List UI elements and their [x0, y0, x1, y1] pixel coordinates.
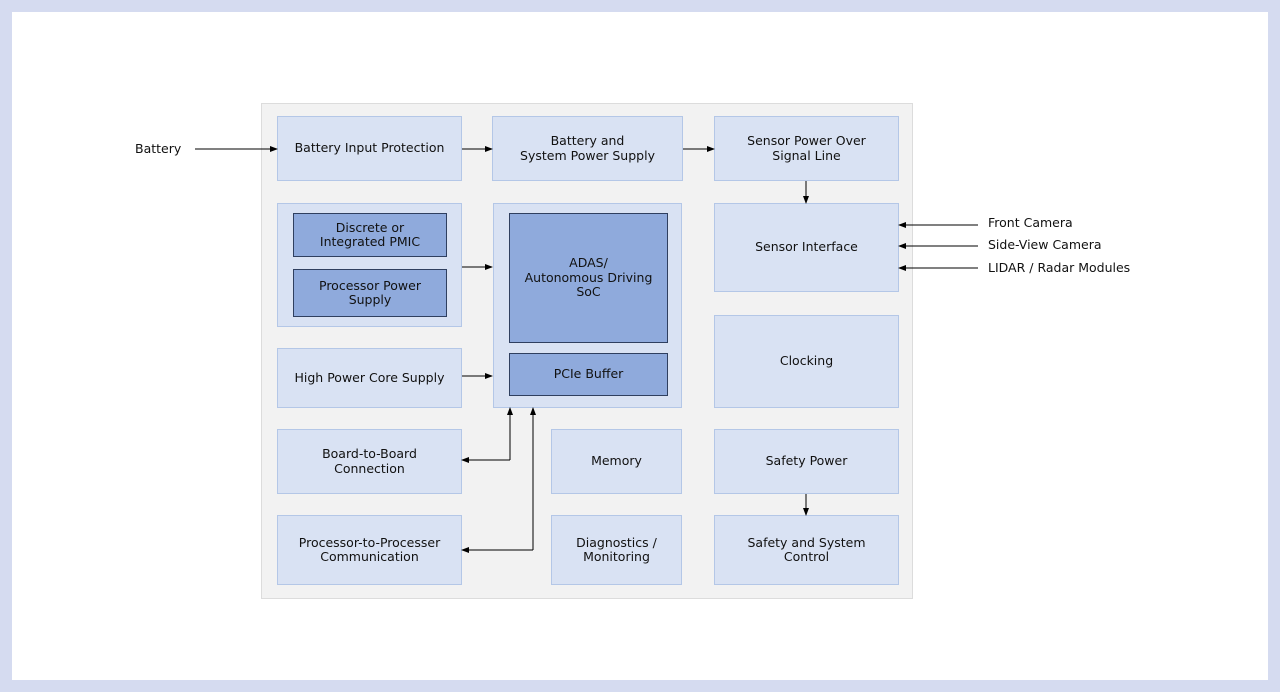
diagnostics-monitoring-block: Diagnostics / Monitoring [551, 515, 682, 585]
battery-system-power-supply-block: Battery and System Power Supply [492, 116, 683, 181]
lidar-radar-label: LIDAR / Radar Modules [988, 260, 1131, 275]
battery-input-protection-block: Battery Input Protection [277, 116, 462, 181]
processor-to-processer-communication-block: Processor-to-Processer Communication [277, 515, 462, 585]
pcie-buffer-block: PCIe Buffer [509, 353, 668, 396]
high-power-core-supply-block: High Power Core Supply [277, 348, 462, 408]
safety-and-system-control-block: Safety and System Control [714, 515, 899, 585]
safety-power-block: Safety Power [714, 429, 899, 494]
adas-soc-block: ADAS/ Autonomous Driving SoC [509, 213, 668, 343]
clocking-block: Clocking [714, 315, 899, 408]
board-to-board-connection-block: Board-to-Board Connection [277, 429, 462, 494]
front-camera-label: Front Camera [988, 215, 1073, 230]
memory-block: Memory [551, 429, 682, 494]
processor-power-supply-block: Processor Power Supply [293, 269, 447, 317]
sensor-interface-block: Sensor Interface [714, 203, 899, 292]
discrete-pmic-block: Discrete or Integrated PMIC [293, 213, 447, 257]
battery-label: Battery [135, 141, 182, 156]
sensor-power-over-signal-line-block: Sensor Power Over Signal Line [714, 116, 899, 181]
side-view-camera-label: Side-View Camera [988, 237, 1102, 252]
